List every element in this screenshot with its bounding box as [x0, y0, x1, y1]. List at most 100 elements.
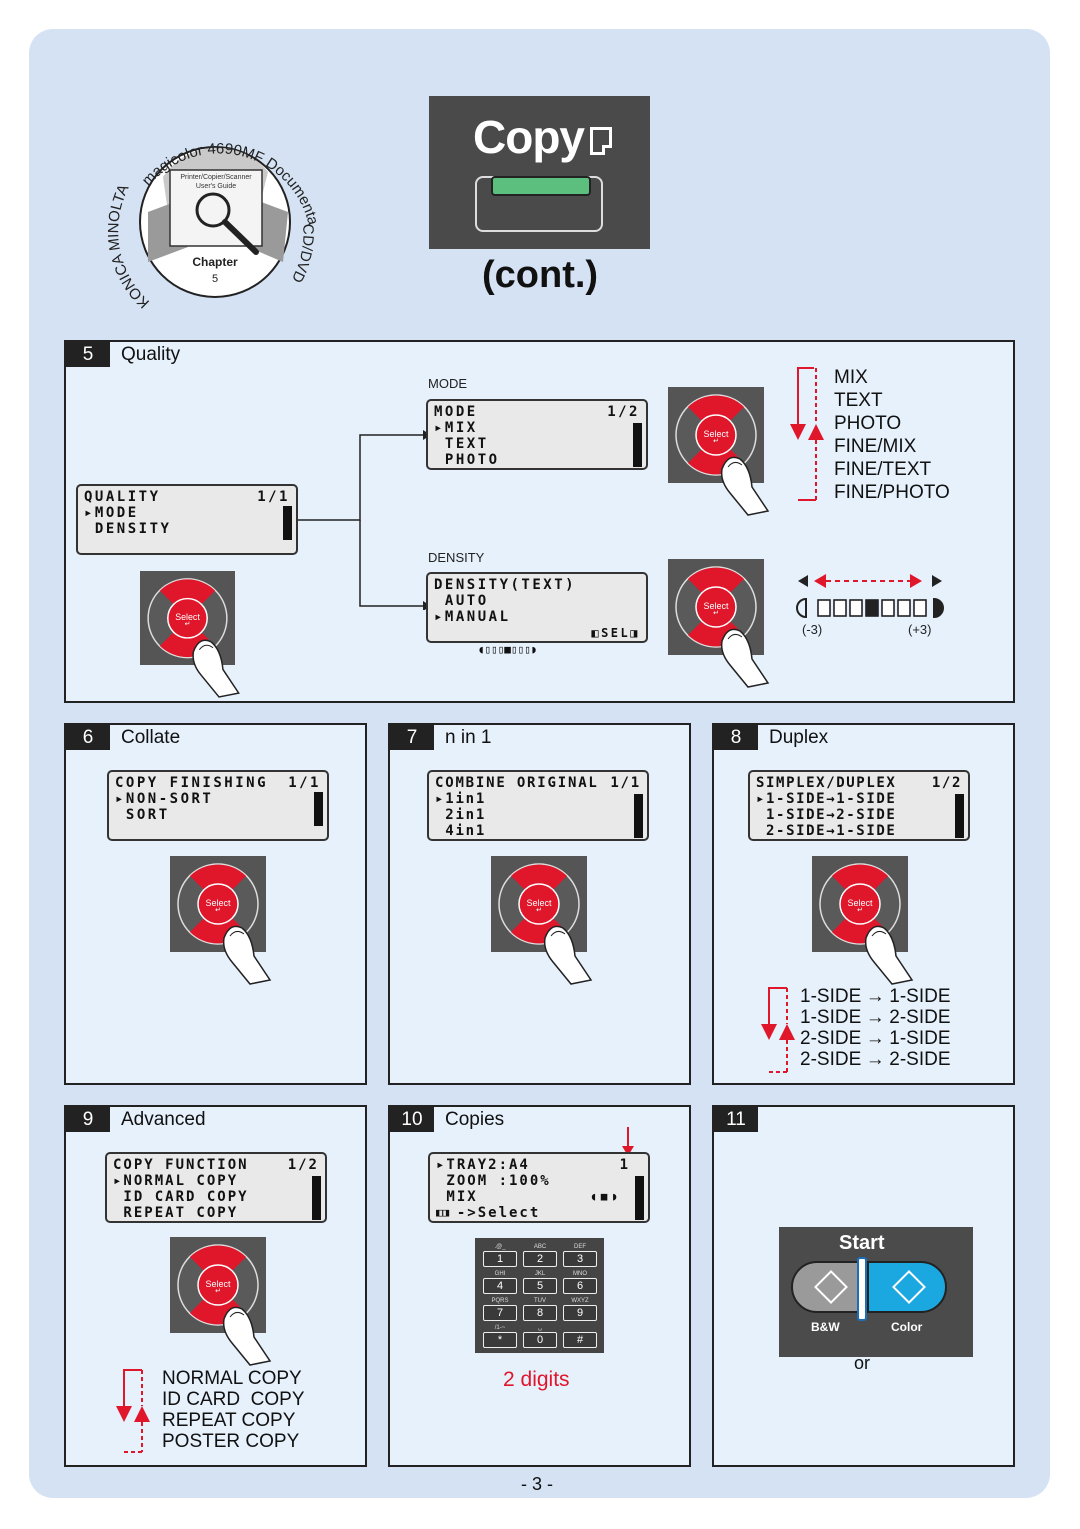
step-title: Advanced	[121, 1109, 206, 1130]
keypad-key-number: 3	[563, 1251, 597, 1267]
lcd-line: ZOOM :100%	[436, 1173, 551, 1189]
arrow-right-icon: →	[865, 1028, 885, 1049]
density-cell	[913, 599, 927, 617]
bw-label: B&W	[811, 1320, 840, 1334]
advanced-option: REPEAT COPY	[162, 1410, 296, 1431]
keypad-key-letters: JKL	[534, 1271, 546, 1277]
step-number: 9	[66, 1107, 110, 1132]
keypad-key-letters: /1-~	[494, 1325, 506, 1331]
lcd-line: ▸MANUAL	[434, 609, 511, 625]
lcd-line: COPY FUNCTION	[113, 1157, 249, 1173]
density-cell	[833, 599, 847, 617]
scroll-indicator	[955, 794, 964, 838]
lcd-line: 1-SIDE→2-SIDE	[756, 807, 897, 823]
step-title: Duplex	[769, 727, 829, 748]
arrow-right-icon: →	[865, 986, 885, 1007]
lcd-line: DENSITY(TEXT)	[434, 577, 577, 593]
svg-text:↵: ↵	[215, 1288, 221, 1295]
svg-text:↵: ↵	[857, 907, 863, 914]
step-title: n in 1	[445, 727, 492, 748]
svg-text:CD/DVD: CD/DVD	[288, 223, 317, 285]
density-cell	[817, 599, 831, 617]
keypad-key-number: 8	[523, 1305, 557, 1321]
select-key-label: Select	[847, 898, 873, 908]
start-panel: Start B&W Color	[779, 1227, 973, 1357]
advanced-option: NORMAL COPY	[162, 1368, 302, 1389]
flow-connectors	[298, 430, 431, 610]
digits-note: 2 digits	[503, 1368, 570, 1391]
select-keypad: Select ↵	[668, 559, 770, 688]
density-max: (+3)	[908, 622, 932, 637]
duplex-to: 2-SIDE	[889, 1049, 951, 1070]
mode-label: MODE	[428, 376, 467, 391]
lcd-line: ▸MODE	[84, 505, 139, 521]
start-color-button[interactable]	[867, 1261, 947, 1313]
duplex-from: 1-SIDE	[800, 986, 862, 1007]
select-key-label: Select	[526, 898, 552, 908]
keypad-key-letters: ABC	[533, 1244, 547, 1250]
keypad-key[interactable]: #	[563, 1324, 597, 1349]
lcd-line: ->Select	[436, 1205, 541, 1221]
documentation-cd-badge: Printer/Copier/Scanner User's Guide Chap…	[108, 102, 322, 311]
lcd-line: REPEAT COPY	[113, 1205, 239, 1221]
lcd-line: ▸1-SIDE→1-SIDE	[756, 791, 897, 807]
density-adjust-arrows	[798, 574, 942, 588]
lcd-page: 1/1	[257, 489, 290, 505]
step-number: 11	[714, 1107, 758, 1132]
select-keypad: Select ↵	[170, 1237, 272, 1366]
copy-key	[475, 176, 603, 232]
keypad-key[interactable]: .@_1	[483, 1243, 517, 1268]
divider-bar	[857, 1257, 867, 1321]
lcd-line: COPY FINISHING	[115, 775, 269, 791]
lcd-line: TEXT	[434, 436, 489, 452]
density-cell	[849, 599, 863, 617]
keypad-key[interactable]: ␣0	[523, 1324, 557, 1349]
keypad-key-number: 0	[523, 1332, 557, 1348]
keypad-key-letters: WXYZ	[571, 1298, 589, 1304]
document-icon	[590, 127, 612, 155]
svg-text:↵: ↵	[713, 610, 719, 617]
cont-label: (cont.)	[482, 254, 599, 296]
duplex-option: 2-SIDE→1-SIDE	[800, 1028, 951, 1049]
advanced-option: ID CARD COPY	[162, 1389, 305, 1410]
svg-text:↵: ↵	[536, 907, 542, 914]
nav-keys-icon: ◧◨	[436, 1206, 450, 1219]
keypad-key-number: 2	[523, 1251, 557, 1267]
select-keypad: Select ↵	[140, 571, 240, 698]
keypad-key-letters: MNO	[573, 1271, 587, 1277]
advanced-options-list: NORMAL COPY ID CARD COPY REPEAT COPY POS…	[162, 1368, 305, 1452]
lcd-line: 2in1	[435, 807, 487, 823]
lcd-page: 1/1	[610, 775, 641, 791]
lcd-line: PHOTO	[434, 452, 500, 468]
density-lcd: DENSITY(TEXT) AUTO ▸MANUAL ◖▯▯▯■▯▯▯◗ ◧SE…	[426, 572, 648, 656]
keypad-key[interactable]: /1-~*	[483, 1324, 517, 1349]
select-key-label: Select	[205, 1279, 231, 1289]
or-label: or	[854, 1353, 871, 1373]
keypad-key-number: 6	[563, 1278, 597, 1294]
lcd-line: SIMPLEX/DUPLEX	[756, 775, 897, 791]
step-number: 10	[390, 1107, 434, 1132]
duplex-cycle-arrows	[761, 987, 795, 1073]
duplex-options-list: 1-SIDE→1-SIDE 1-SIDE→2-SIDE 2-SIDE→1-SID…	[800, 986, 951, 1070]
lcd-line: 4in1	[435, 823, 487, 839]
mode-option: FINE/MIX	[834, 436, 917, 457]
lcd-line: ▸MIX	[434, 420, 478, 436]
duplex-from: 1-SIDE	[800, 1007, 862, 1028]
keypad-key-letters: PQRS	[491, 1298, 509, 1304]
lcd-line: AUTO	[434, 593, 489, 609]
select-keypad: Select ↵	[668, 387, 770, 516]
svg-text:↵: ↵	[215, 907, 221, 914]
density-scale-icon: ◖▯▯▯■▯▯▯◗	[477, 643, 538, 656]
select-keypad: Select ↵	[491, 856, 593, 985]
